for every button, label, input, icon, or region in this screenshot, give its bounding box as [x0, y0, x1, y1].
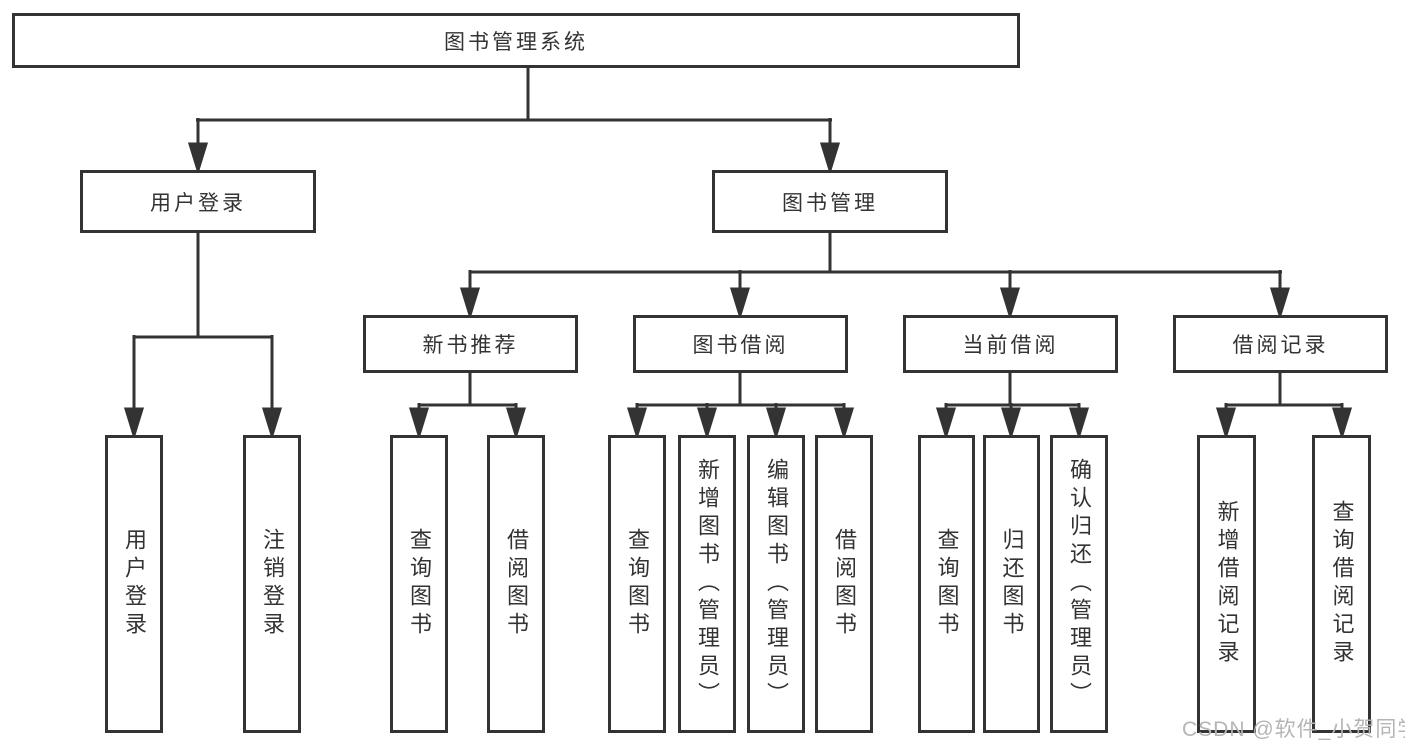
arrowhead	[696, 407, 718, 441]
leaf-borrow-query-book-label: 查询图书	[625, 528, 650, 640]
node-root: 图书管理系统	[12, 13, 1020, 68]
arrowhead	[833, 407, 855, 441]
leaf-recommend-borrow-book: 借阅图书	[487, 435, 545, 733]
arrowhead	[1000, 407, 1022, 441]
leaf-add-book-admin-label: 新增图书（管理员）	[695, 458, 720, 710]
leaf-add-book-admin: 新增图书（管理员）	[678, 435, 736, 733]
node-current-borrow: 当前借阅	[903, 315, 1118, 373]
leaf-recommend-query-book-label: 查询图书	[407, 528, 432, 640]
arrowhead	[729, 287, 751, 321]
node-user-login-label: 用户登录	[150, 191, 246, 215]
arrowhead	[187, 142, 209, 176]
node-book-management-label: 图书管理	[782, 191, 878, 215]
leaf-confirm-return-admin-label: 确认归还（管理员）	[1067, 458, 1092, 710]
arrowhead	[765, 407, 787, 441]
arrowhead	[408, 407, 430, 441]
arrowhead	[261, 407, 283, 441]
arrowhead	[626, 407, 648, 441]
leaf-confirm-return-admin: 确认归还（管理员）	[1050, 435, 1108, 733]
arrowhead	[459, 287, 481, 321]
leaf-recommend-query-book: 查询图书	[390, 435, 448, 733]
leaf-edit-book-admin-label: 编辑图书（管理员）	[764, 458, 789, 710]
leaf-user-login: 用户登录	[105, 435, 163, 733]
arrowhead	[999, 287, 1021, 321]
leaf-add-borrow-record-label: 新增借阅记录	[1214, 500, 1240, 668]
node-user-login: 用户登录	[80, 170, 316, 233]
leaf-current-query-book: 查询图书	[918, 435, 975, 733]
arrowhead	[935, 407, 957, 441]
arrowhead	[1068, 407, 1090, 441]
leaf-borrow-book-label: 借阅图书	[832, 528, 857, 640]
arrowhead	[819, 142, 841, 176]
leaf-logout-login: 注销登录	[243, 435, 301, 733]
leaf-borrow-query-book: 查询图书	[608, 435, 666, 733]
arrowhead	[1331, 407, 1353, 441]
node-book-management: 图书管理	[712, 170, 948, 233]
leaf-return-book: 归还图书	[983, 435, 1040, 733]
arrowhead	[505, 407, 527, 441]
arrowhead	[1215, 407, 1237, 441]
node-current-borrow-label: 当前借阅	[962, 334, 1059, 357]
arrowhead	[123, 407, 145, 441]
leaf-return-book-label: 归还图书	[999, 528, 1025, 640]
leaf-recommend-borrow-book-label: 借阅图书	[504, 528, 529, 640]
leaf-query-borrow-record: 查询借阅记录	[1312, 435, 1371, 733]
leaf-current-query-book-label: 查询图书	[934, 528, 960, 640]
csdn-watermark: CSDN @软件_小贺同学	[1182, 718, 1405, 741]
node-borrow-records: 借阅记录	[1173, 315, 1388, 373]
leaf-user-login-label: 用户登录	[122, 528, 147, 640]
leaf-borrow-book: 借阅图书	[815, 435, 873, 733]
leaf-edit-book-admin: 编辑图书（管理员）	[747, 435, 805, 733]
node-borrow-records-label: 借阅记录	[1232, 334, 1329, 357]
leaf-query-borrow-record-label: 查询借阅记录	[1329, 500, 1355, 668]
node-book-borrow-label: 图书借阅	[692, 334, 789, 357]
leaf-add-borrow-record: 新增借阅记录	[1197, 435, 1256, 733]
arrowhead	[1269, 287, 1291, 321]
leaf-logout-login-label: 注销登录	[260, 528, 285, 640]
node-new-book-recommend: 新书推荐	[363, 315, 578, 373]
node-new-book-recommend-label: 新书推荐	[422, 334, 519, 357]
node-root-label: 图书管理系统	[444, 30, 588, 54]
node-book-borrow: 图书借阅	[633, 315, 848, 373]
